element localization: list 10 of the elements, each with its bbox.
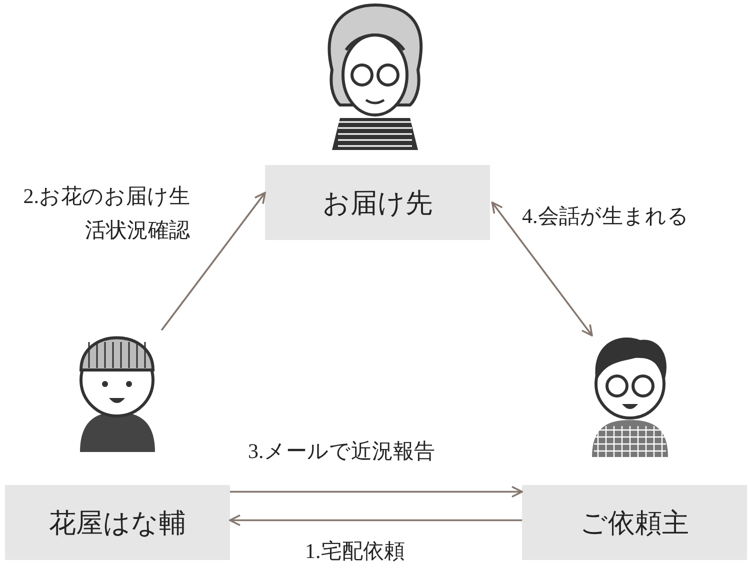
role-name: お届け先: [322, 186, 432, 220]
arrow: [491, 202, 593, 336]
arrow: [160, 192, 266, 331]
arrow: [229, 514, 522, 526]
role-name: ご依頼主: [580, 506, 689, 540]
role-box: [265, 165, 490, 240]
arrow: [230, 486, 523, 498]
role-box: [522, 485, 747, 560]
role-name: 花屋はな輔: [49, 506, 186, 540]
role-box: [5, 485, 230, 560]
